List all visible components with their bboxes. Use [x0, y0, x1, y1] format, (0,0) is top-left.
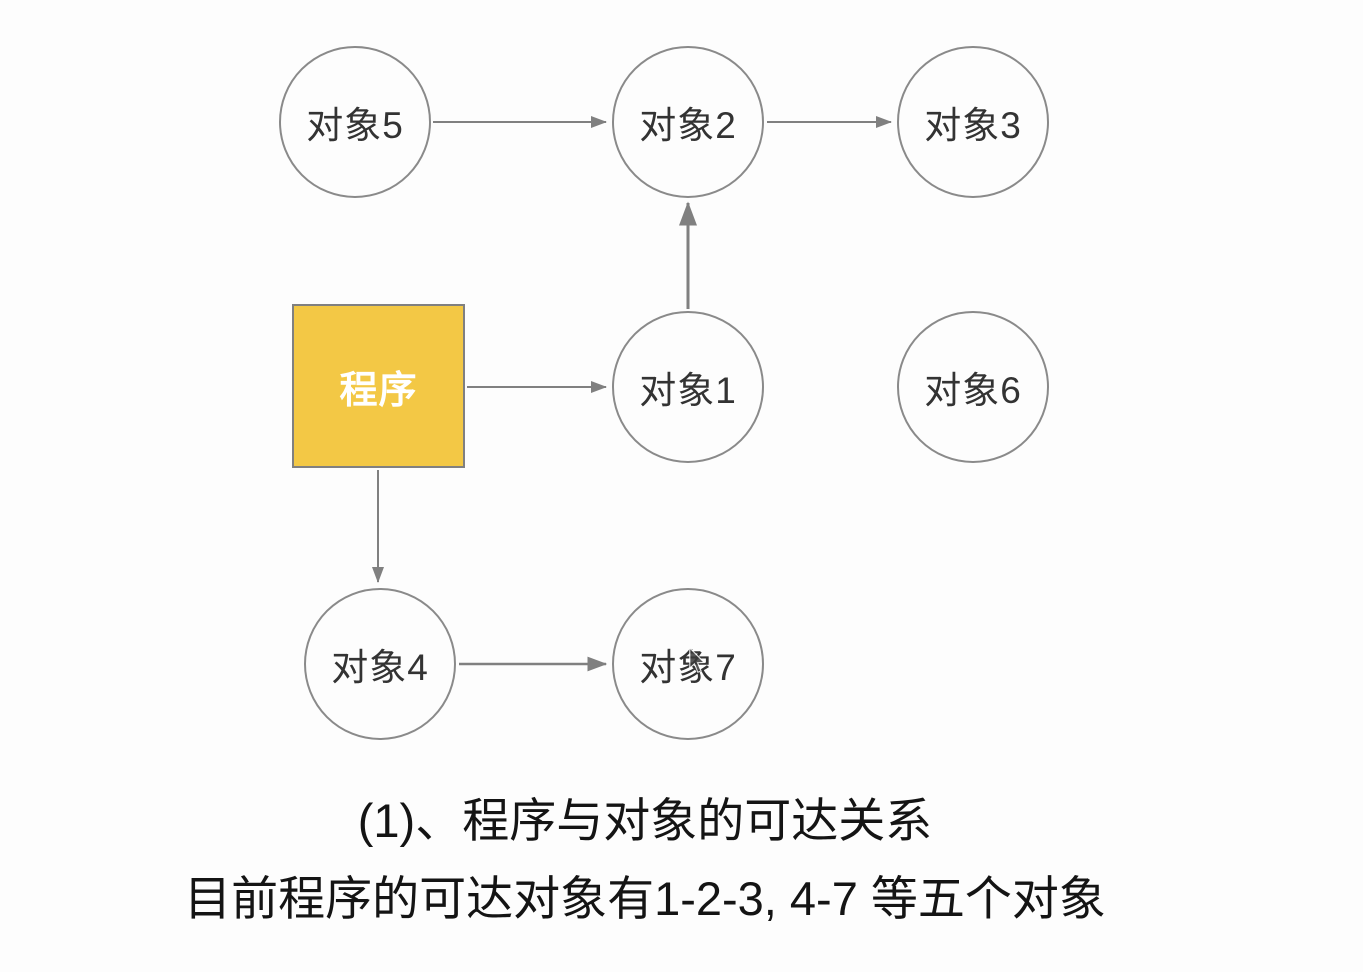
mouse-cursor-icon [689, 648, 706, 674]
node-object-3: 对象3 [897, 46, 1049, 198]
node-object-3-label: 对象3 [924, 105, 1022, 146]
caption: (1)、程序与对象的可达关系 目前程序的可达对象有1-2-3, 4-7 等五个对… [0, 782, 1290, 938]
node-object-7: 对象7 [612, 588, 764, 740]
node-object-2: 对象2 [612, 46, 764, 198]
node-object-2-label: 对象2 [639, 105, 737, 146]
node-object-4-label: 对象4 [331, 647, 429, 688]
node-program: 程序 [292, 304, 465, 468]
node-object-1-label: 对象1 [639, 370, 737, 411]
node-object-5-label: 对象5 [306, 105, 404, 146]
node-object-7-label: 对象7 [639, 647, 737, 688]
caption-line-2: 目前程序的可达对象有1-2-3, 4-7 等五个对象 [184, 872, 1106, 925]
node-object-4: 对象4 [304, 588, 456, 740]
node-object-5: 对象5 [279, 46, 431, 198]
caption-line-1: (1)、程序与对象的可达关系 [357, 794, 933, 847]
node-object-1: 对象1 [612, 311, 764, 463]
node-object-6: 对象6 [897, 311, 1049, 463]
node-program-label: 程序 [339, 369, 418, 412]
node-object-6-label: 对象6 [924, 370, 1022, 411]
